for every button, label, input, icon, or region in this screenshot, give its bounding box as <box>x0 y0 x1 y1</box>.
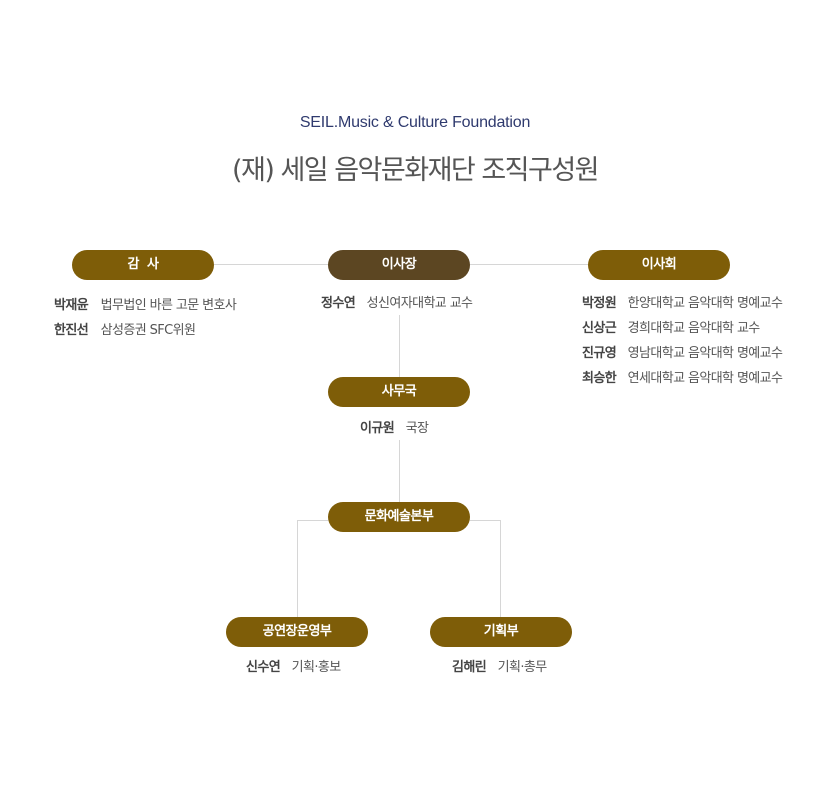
member-name: 이규원 <box>360 421 395 436</box>
board-member-1: 박정원 한양대학교 음악대학 명예교수 <box>582 291 783 316</box>
member-role: 기획·총무 <box>497 660 548 675</box>
member-name: 김해린 <box>452 660 487 675</box>
member-name: 신수연 <box>246 660 281 675</box>
node-secretariat: 사무국 <box>328 377 470 407</box>
member-role: 기획·홍보 <box>291 660 342 675</box>
auditor-member-2: 한진선 삼성증권 SFC위원 <box>54 318 196 343</box>
node-board: 이사회 <box>588 250 730 280</box>
planning-member-1: 김해린 기획·총무 <box>452 655 547 680</box>
foundation-english-name: SEIL.Music & Culture Foundation <box>299 114 531 131</box>
member-role: 법무법인 바른 고문 변호사 <box>100 298 237 313</box>
member-role: 한양대학교 음악대학 명예교수 <box>627 296 783 311</box>
member-name: 한진선 <box>54 323 89 338</box>
member-name: 진규영 <box>582 346 617 361</box>
member-name: 신상근 <box>582 321 617 336</box>
member-name: 박재윤 <box>54 298 89 313</box>
connector-secretariat-hq <box>399 440 400 502</box>
connector-chairman-board <box>470 264 588 265</box>
connector-hq-right-horizontal <box>470 520 501 521</box>
node-culture-hq: 문화예술본부 <box>328 502 470 532</box>
connector-hq-left-vertical <box>297 520 298 617</box>
member-role: 국장 <box>405 421 429 436</box>
auditor-member-1: 박재윤 법무법인 바른 고문 변호사 <box>54 293 237 318</box>
chairman-member-1: 정수연 성신여자대학교 교수 <box>321 291 473 316</box>
member-name: 최승한 <box>582 371 617 386</box>
board-member-2: 신상근 경희대학교 음악대학 교수 <box>582 316 760 341</box>
node-planning-dept: 기획부 <box>430 617 572 647</box>
secretariat-member-1: 이규원 국장 <box>360 416 429 441</box>
connector-hq-right-vertical <box>500 520 501 617</box>
performance-member-1: 신수연 기획·홍보 <box>246 655 341 680</box>
member-role: 영남대학교 음악대학 명예교수 <box>627 346 783 361</box>
connector-auditor-chairman <box>214 264 328 265</box>
connector-chairman-secretariat <box>399 315 400 377</box>
node-chairman: 이사장 <box>328 250 470 280</box>
connector-hq-left-horizontal <box>297 520 328 521</box>
page-title: (재) 세일 음악문화재단 조직구성원 <box>231 155 600 186</box>
board-member-3: 진규영 영남대학교 음악대학 명예교수 <box>582 341 783 366</box>
node-auditor: 감 사 <box>72 250 214 280</box>
board-member-4: 최승한 연세대학교 음악대학 명예교수 <box>582 366 783 391</box>
member-role: 경희대학교 음악대학 교수 <box>627 321 761 336</box>
node-performance-dept: 공연장운영부 <box>226 617 368 647</box>
member-role: 삼성증권 SFC위원 <box>100 323 196 338</box>
member-role: 연세대학교 음악대학 명예교수 <box>627 371 783 386</box>
member-name: 박정원 <box>582 296 617 311</box>
member-name: 정수연 <box>321 296 356 311</box>
member-role: 성신여자대학교 교수 <box>366 296 473 311</box>
